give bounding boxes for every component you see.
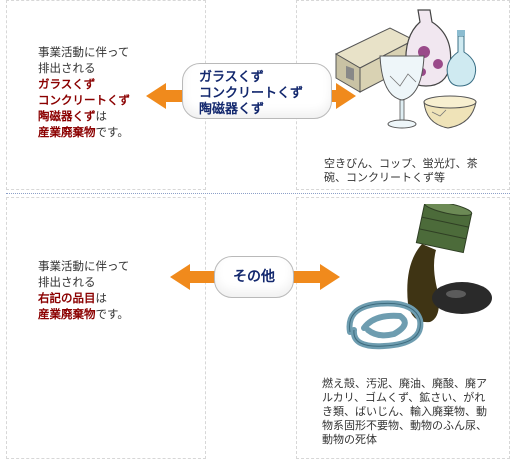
concrete-block-icon <box>334 27 416 93</box>
top-examples-caption: 空きびん、コップ、蛍光灯、茶碗、コンクリートくず等 <box>324 157 478 184</box>
tea-bowl-icon <box>423 95 477 129</box>
bottom-left-panel <box>6 197 206 459</box>
bottom-description: 事業活動に伴って 排出される 右記の品目は 産業廃棄物です。 <box>38 258 129 322</box>
top-desc-line-2: 排出される <box>38 61 96 75</box>
glass-ceramic-illustration <box>334 9 477 129</box>
bottom-arrow-left-head <box>170 264 190 290</box>
top-highlight-ceramic: 陶磁器くず <box>38 109 96 123</box>
bottom-pill-label: その他 <box>233 269 275 285</box>
top-highlight-concrete: コンクリートくず <box>38 93 130 107</box>
bottom-examples-caption: 燃え殻、汚泥、廃油、廃酸、廃アルカリ、ゴムくず、鉱さい、がれき類、ばいじん、輸入… <box>322 377 487 446</box>
top-category-pill: ガラスくず コンクリートくず 陶磁器くず <box>182 63 332 119</box>
bottom-desc-line-2: 排出される <box>38 275 96 289</box>
bottom-highlight-suffix: は <box>95 291 108 305</box>
bottom-waste-suffix: です。 <box>95 307 129 321</box>
bottom-highlight-items: 右記の品目 <box>38 291 96 305</box>
top-desc-line-1: 事業活動に伴って <box>38 45 130 59</box>
top-highlight-glass: ガラスくず <box>38 77 96 91</box>
top-arrow-left-head <box>146 83 166 109</box>
top-description: 事業活動に伴って 排出される ガラスくず コンクリートくず 陶磁器くずは 産業廃… <box>38 44 130 140</box>
sludge-puddle-icon <box>432 282 492 314</box>
bottom-category-pill: その他 <box>214 256 294 298</box>
glass-flask-icon <box>446 30 477 87</box>
section-divider <box>6 193 510 194</box>
oil-stream <box>407 244 439 323</box>
top-pill-line-3: 陶磁器くず <box>199 102 265 117</box>
bottom-waste-term: 産業廃棄物 <box>38 307 96 321</box>
rubber-hose-icon <box>346 300 424 350</box>
wine-glass-icon <box>379 55 425 129</box>
top-highlight-suffix: は <box>95 109 108 123</box>
misc-waste-illustration <box>346 204 492 350</box>
bottom-arrow-right-head <box>320 264 340 290</box>
top-waste-term: 産業廃棄物 <box>38 125 96 139</box>
top-waste-suffix: です。 <box>95 125 129 139</box>
bottom-desc-line-1: 事業活動に伴って <box>38 259 130 273</box>
top-pill-line-1: ガラスくず <box>199 70 264 85</box>
oil-drum-icon <box>415 204 473 254</box>
top-pill-line-2: コンクリートくず <box>199 86 304 101</box>
top-arrow-right-head <box>336 83 356 109</box>
